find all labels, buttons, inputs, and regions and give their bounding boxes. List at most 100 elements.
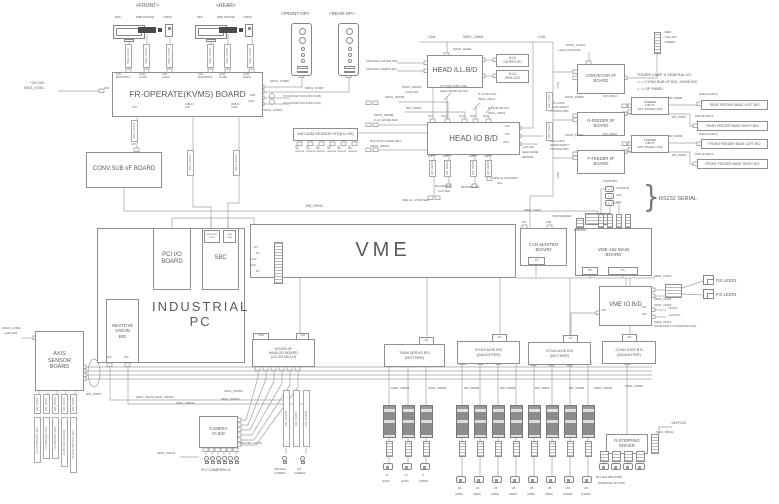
diagram-label: D-SUB 9PIN (603, 180, 618, 183)
tbox-detail (167, 26, 171, 30)
connector-pad (98, 88, 105, 93)
block-rear-feeder-base-right: REAR FEEDER BASE RIGHT B/D (697, 121, 768, 131)
driver-cable-strip (386, 441, 393, 457)
block-label: H1-6 SIDE LED (505, 71, 520, 80)
servo-driver-unit (510, 405, 523, 438)
diagram-label: DW_FD010 (603, 95, 618, 98)
mouse-icon (239, 28, 243, 32)
connector-pad (365, 122, 372, 127)
dsub-pin (611, 195, 613, 198)
cable-label: SW21_KV003 (143, 44, 150, 68)
camera-base (282, 461, 287, 464)
diagram-label: CN13 (459, 116, 465, 118)
servo-driver-unit (474, 405, 487, 438)
diagram-label: CN4 JOG/A (162, 73, 170, 79)
diagram-label: (FROM SAFETY (550, 144, 570, 147)
diagram-label: (STEPPING MOTOR) (598, 481, 626, 485)
block-can-master-board: CAN MASTER BOARD (520, 228, 567, 266)
motor-wattage: (1kW) (401, 479, 409, 483)
block-label: TWIN SERVO B'D (MOTHER) (398, 351, 431, 360)
diagram-label: (TO CONVEYOR I/F B/D CN26) (283, 95, 322, 98)
motor-label: W1 (566, 486, 571, 490)
block-label: CONV.SUB I/F BOARD (92, 166, 156, 173)
servo-driver-unit (528, 405, 541, 438)
fix-led-lens (707, 279, 714, 285)
wire (405, 111, 466, 119)
motor-shaft (385, 465, 389, 469)
cable-label: DW_CA003 (546, 92, 553, 111)
diagram-label: SIDE ILL. UP/DN SEN (402, 199, 429, 202)
block-label: P1 (568, 336, 573, 341)
driver-cable-strip (405, 441, 412, 457)
wire (520, 42, 534, 129)
cable-label: DW_VISI006 (283, 390, 290, 447)
cable-label: SW21_KV005 (207, 44, 214, 68)
block-label: P1 (424, 338, 429, 343)
driver-cable-strip (477, 441, 484, 457)
motor-label: Y1 (385, 473, 389, 477)
block-vacuum-sensor-bd: VACUUM SENSOR B'D(H1-H6) (293, 128, 358, 141)
diagram-label: DW_AX007 (86, 392, 102, 396)
diagram-label: ETHERNET (574, 230, 587, 232)
op-panel-button (346, 37, 353, 44)
motor-shaft (476, 478, 480, 482)
diagram-label: CN11 (503, 142, 509, 144)
driver-cable-strip (567, 441, 574, 457)
block-x7042-axis-mother: X7042 AXIS B'D (MOTHER) (528, 342, 591, 365)
diagram-label: INDUSTRIAL PC (152, 299, 250, 329)
diagram-label: CN4 (428, 116, 433, 118)
servo-driver-unit (564, 405, 577, 438)
cable-label: DW_AX006 (70, 394, 77, 414)
diagram-label: SW21_VISI014,SW21_VISI015 (136, 396, 174, 399)
diagram-label: FIX LED#1 (716, 278, 737, 283)
diagram-label: CH2 (616, 201, 622, 204)
diagram-label: H2 VAC SENSOR (306, 146, 316, 153)
cable-label: Z1-Z6 ORG SENSOR (61, 417, 68, 467)
cable-label: SW21_KV004 (166, 44, 173, 68)
diagram-label: CAN (556, 82, 560, 89)
cable-label: SW21_KV010 (131, 120, 138, 142)
motor-shaft (458, 478, 462, 482)
wire (238, 369, 283, 436)
diagram-label: (TO VME IO B/D CN3) (440, 85, 467, 88)
block-label: CN11 (258, 334, 264, 338)
wire (681, 280, 704, 289)
cable-label: Y1 LIMIT/ORG SEN (43, 417, 50, 459)
connector-pad (372, 122, 379, 127)
diagram-label: CAN (538, 35, 546, 39)
block-cn1-vision: CN1 (296, 333, 309, 340)
cable-label: DW_AX002 (34, 394, 41, 414)
diagram-label: CN16 (483, 116, 489, 118)
cable-label: DW_HD005 (470, 160, 477, 177)
motor-icon (564, 476, 574, 483)
diagram-label: SW21_V1003 (654, 297, 672, 301)
wire (658, 426, 672, 434)
diagram-label: CAMERA (294, 472, 306, 475)
connector-pad (294, 366, 301, 371)
connector-strip (665, 284, 682, 298)
driver-cable-strip (531, 441, 538, 457)
diagram-label: SENSOR (522, 156, 534, 159)
diagram-label: SW21_KV007 (305, 86, 324, 90)
diagram-label: SW21_VM004 (428, 386, 447, 390)
diagram-label: CN6 (104, 87, 110, 90)
wire (109, 363, 284, 401)
cable-label: DW_AX003 (43, 394, 50, 414)
motor-icon (474, 476, 484, 483)
diagram-label: DW_VM005 (464, 386, 480, 390)
diagram-label: FIX (297, 468, 302, 471)
motor-icon (546, 476, 556, 483)
diagram-label: CN6 (484, 156, 489, 158)
connector-strip (274, 242, 283, 284)
servo-driver-unit (383, 405, 396, 438)
diagram-label: SW21_HD009 (385, 95, 405, 99)
dsub-pin (611, 202, 613, 205)
cable-label: DW_AX005 (61, 394, 68, 414)
connector-pad (445, 183, 452, 188)
camera-icon (300, 456, 305, 461)
connector-strip (636, 451, 645, 462)
diagram-label: R12,R34,R56 (435, 185, 452, 188)
cable-label: DW_HD006 (485, 160, 492, 177)
diagram-label: CN10 (248, 100, 255, 103)
motor-icon (510, 476, 520, 483)
